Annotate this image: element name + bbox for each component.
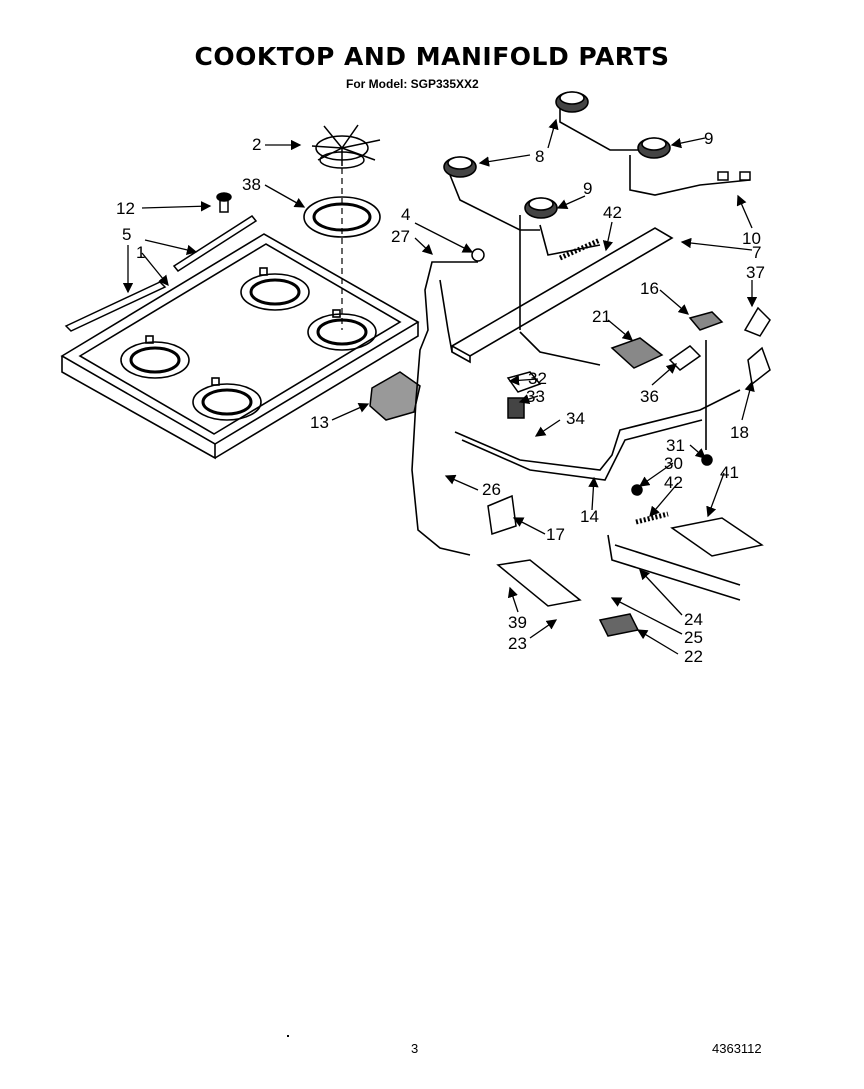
- pressure-regulator: [369, 371, 421, 421]
- callout-7: 7: [752, 243, 761, 262]
- callout-38: 38: [242, 175, 261, 194]
- screw: [216, 192, 232, 213]
- burner-grate: [311, 124, 381, 169]
- callout-42-upper: 42: [603, 203, 622, 222]
- callout-22: 22: [684, 647, 703, 666]
- callout-26: 26: [482, 480, 501, 499]
- callout-14: 14: [580, 507, 599, 526]
- callout-9-lower: 9: [583, 179, 592, 198]
- callout-17: 17: [546, 525, 565, 544]
- callout-37: 37: [746, 263, 765, 282]
- callout-1: 1: [136, 243, 145, 262]
- model-subtitle: For Model: SGP335XX2: [346, 77, 479, 91]
- callout-4: 4: [401, 205, 410, 224]
- callout-leaders: [122, 118, 758, 655]
- callout-25: 25: [684, 628, 703, 647]
- callout-27: 27: [391, 227, 410, 246]
- callout-12: 12: [116, 199, 135, 218]
- callout-8: 8: [535, 147, 544, 166]
- callout-18: 18: [730, 423, 749, 442]
- callout-9-upper: 9: [704, 129, 713, 148]
- lower-parts: [471, 171, 764, 637]
- callout-24: 24: [684, 610, 703, 629]
- callout-5: 5: [122, 225, 131, 244]
- valves: [506, 306, 771, 419]
- callout-23: 23: [508, 634, 527, 653]
- callout-21: 21: [592, 307, 611, 326]
- page-number: 3: [411, 1041, 419, 1056]
- callout-labels: 2 8 9 9 38 12 4 42 27 5 1 7 37 16 21 32 …: [116, 129, 765, 666]
- trim-strips: [64, 215, 258, 332]
- callout-32: 32: [528, 369, 547, 388]
- cooktop: [60, 233, 420, 460]
- document-number: 4363112: [712, 1041, 762, 1056]
- callout-34: 34: [566, 409, 585, 428]
- gas-lines: [411, 261, 741, 601]
- callout-41: 41: [720, 463, 739, 482]
- top-burners: [443, 91, 751, 330]
- callout-2: 2: [252, 135, 261, 154]
- callout-30: 30: [664, 454, 683, 473]
- callout-42-lower: 42: [664, 473, 683, 492]
- callout-13: 13: [310, 413, 329, 432]
- callout-10: 10: [742, 229, 761, 248]
- page-title: COOKTOP AND MANIFOLD PARTS: [194, 42, 670, 71]
- callout-36: 36: [640, 387, 659, 406]
- stray-mark: [287, 1035, 289, 1037]
- burner-bowl: [303, 196, 381, 238]
- callout-33: 33: [526, 387, 545, 406]
- callout-39: 39: [508, 613, 527, 632]
- callout-31: 31: [666, 436, 685, 455]
- callout-16: 16: [640, 279, 659, 298]
